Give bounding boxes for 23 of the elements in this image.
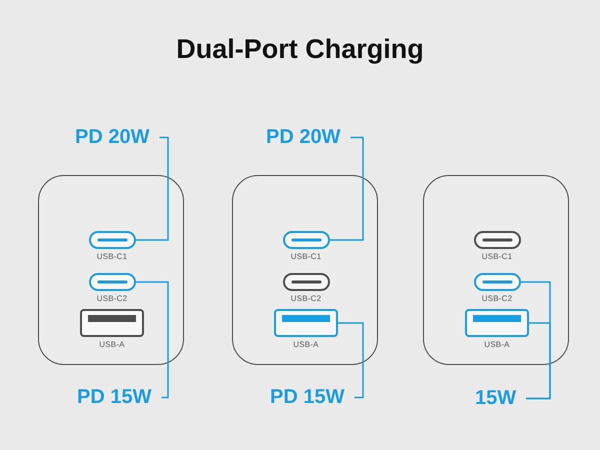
wattage-label: 15W bbox=[475, 388, 516, 409]
leader-line bbox=[338, 322, 364, 398]
leader-line bbox=[136, 136, 169, 241]
title: Dual-Port Charging bbox=[175, 33, 425, 65]
wattage-label: PD 15W bbox=[270, 387, 344, 408]
port-label: USB-C2 bbox=[290, 294, 322, 303]
wattage-label: PD 15W bbox=[77, 387, 152, 408]
leader-line bbox=[136, 281, 169, 398]
port-label: USB-A bbox=[484, 340, 510, 349]
port-label: USB-C1 bbox=[482, 252, 512, 261]
port-label: USB-C1 bbox=[290, 252, 322, 261]
charger-body bbox=[423, 175, 569, 365]
leader-line bbox=[526, 322, 551, 400]
port-label: USB-C2 bbox=[482, 294, 512, 303]
charger-body bbox=[38, 175, 184, 365]
port-label: USB-A bbox=[99, 340, 125, 349]
charger-body bbox=[232, 175, 378, 365]
wattage-label: PD 20W bbox=[266, 127, 340, 148]
wattage-label: PD 20W bbox=[75, 127, 150, 148]
port-label: USB-C1 bbox=[96, 252, 128, 261]
port-label: USB-A bbox=[293, 340, 319, 349]
port-label: USB-C2 bbox=[96, 294, 128, 303]
leader-line bbox=[330, 136, 364, 241]
